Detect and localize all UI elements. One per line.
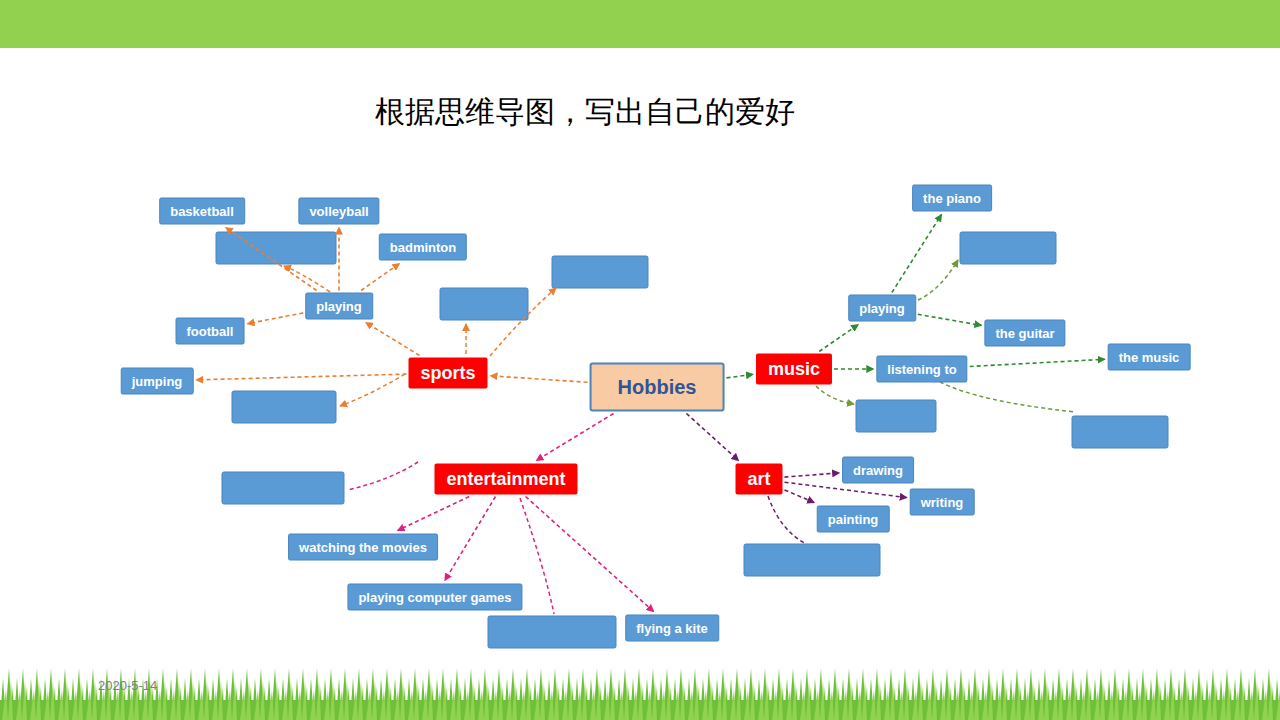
hobby-node: playing xyxy=(848,295,916,322)
node-text: the guitar xyxy=(995,326,1054,341)
connector-arrow xyxy=(727,374,754,378)
node-text: playing xyxy=(859,301,905,316)
connector-arrow xyxy=(445,497,496,581)
root-node: Hobbies xyxy=(590,363,725,412)
connector-arrow xyxy=(918,314,982,325)
connector-arrow xyxy=(819,325,858,352)
category-node: art xyxy=(735,464,782,495)
node-text: volleyball xyxy=(309,204,368,219)
hobby-node: painting xyxy=(817,506,890,533)
node-text: Hobbies xyxy=(618,376,697,399)
node-text: entertainment xyxy=(446,469,565,490)
node-text: playing xyxy=(316,299,362,314)
connector-arrow xyxy=(536,414,613,461)
node-text: watching the movies xyxy=(299,540,427,555)
hobby-node: playing xyxy=(305,293,373,320)
hobby-node: the guitar xyxy=(984,320,1065,347)
node-text: art xyxy=(747,469,770,490)
category-node: music xyxy=(756,354,832,385)
hobby-node: badminton xyxy=(379,234,467,261)
grass xyxy=(0,660,1280,720)
hobby-node: the music xyxy=(1108,344,1191,371)
hobby-node: writing xyxy=(910,489,975,516)
connector-arrow xyxy=(398,497,470,531)
hobby-node: watching the movies xyxy=(288,534,438,561)
connector-arrow xyxy=(970,359,1105,366)
connector-arrow xyxy=(785,473,840,477)
hobby-node: playing computer games xyxy=(347,584,522,611)
connector-arrow xyxy=(686,414,738,461)
node-text: basketball xyxy=(170,204,234,219)
hobby-node: the piano xyxy=(912,185,992,212)
connector-arrow xyxy=(834,368,873,370)
connector-arrow xyxy=(785,490,815,503)
connector-arrow xyxy=(785,482,907,497)
connector-arrow xyxy=(892,215,942,293)
category-node: sports xyxy=(408,358,487,389)
connector-arrow xyxy=(526,497,654,612)
category-node: entertainment xyxy=(434,464,577,495)
connector-arrow xyxy=(491,376,588,383)
node-text: the piano xyxy=(923,191,981,206)
date-label: 2020-5-14 xyxy=(98,678,157,693)
connector-arrow xyxy=(226,228,317,291)
top-bar xyxy=(0,0,1280,48)
node-text: jumping xyxy=(132,374,183,389)
node-text: music xyxy=(768,359,820,380)
node-text: badminton xyxy=(390,240,456,255)
hobby-node: football xyxy=(176,318,245,345)
connector-arrow xyxy=(338,228,340,291)
node-text: the music xyxy=(1119,350,1180,365)
node-text: writing xyxy=(921,495,964,510)
node-text: drawing xyxy=(853,463,903,478)
hobby-node: basketball xyxy=(159,198,245,225)
hobby-node: listening to xyxy=(876,356,967,383)
connector-arrow xyxy=(361,264,399,291)
hobby-node: volleyball xyxy=(298,198,379,225)
connector-arrow xyxy=(248,313,304,324)
connector-arrow xyxy=(366,323,420,356)
empty-boxes xyxy=(216,232,1168,648)
hobby-node: flying a kite xyxy=(625,615,719,642)
connector-arrow xyxy=(196,374,406,380)
hobby-node: jumping xyxy=(121,368,194,395)
node-text: sports xyxy=(420,363,475,384)
node-text: playing computer games xyxy=(358,590,511,605)
title: 根据思维导图，写出自己的爱好 xyxy=(375,92,795,133)
hobby-node: drawing xyxy=(842,457,914,484)
node-text: flying a kite xyxy=(636,621,708,636)
leader-lines xyxy=(284,260,1076,614)
node-text: football xyxy=(187,324,234,339)
node-text: painting xyxy=(828,512,879,527)
node-text: listening to xyxy=(887,362,956,377)
